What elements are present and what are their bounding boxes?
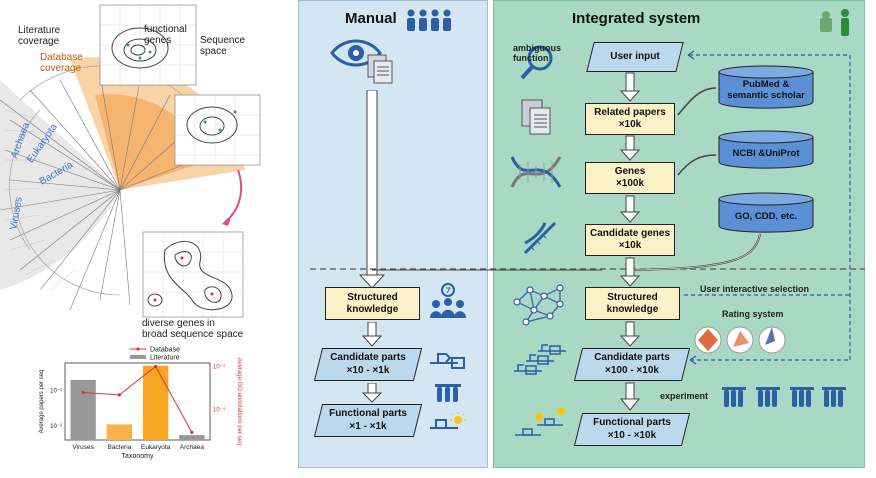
bar-eukaryota xyxy=(142,365,169,440)
bar-archaea xyxy=(179,435,205,440)
manual-functional-parts-label: Functional parts ×1 - ×1k xyxy=(329,408,407,432)
experiment-tubes-icon xyxy=(722,387,846,407)
integrated-flow-arrows xyxy=(619,72,641,411)
literature-coverage-label: Literature coverage xyxy=(18,25,61,47)
database-point-bacteria xyxy=(117,393,121,397)
go-database-cylinder xyxy=(718,192,814,233)
bar-viruses xyxy=(70,379,96,440)
phylogeny-illustration xyxy=(0,4,261,318)
chart-frame xyxy=(64,362,211,441)
cross-link-line xyxy=(372,269,602,271)
integrated-title: Integrated system xyxy=(572,10,701,27)
dna-strand-icon xyxy=(523,221,557,255)
experiment-label: experiment xyxy=(660,391,709,401)
y2-axis-label: Average GO annotations per seq xyxy=(236,358,242,446)
pubmed-database-cylinder xyxy=(718,65,814,109)
x-tick-eukaryota: Eukaryota xyxy=(141,444,171,451)
team-idea-icon xyxy=(430,283,466,318)
dna-helix-icon xyxy=(510,156,562,188)
database-point-archaea xyxy=(190,430,194,434)
rating-charts-icon xyxy=(694,326,786,354)
related-papers-box: Related papers ×10k xyxy=(585,103,675,135)
eye-documents-icon xyxy=(330,39,393,84)
user-input-label: User input xyxy=(610,50,660,62)
sequence-space-label: Sequence space xyxy=(200,35,246,57)
go-label: GO, CDD, etc. xyxy=(734,211,798,223)
feedback-loop-line xyxy=(684,50,851,365)
functional-genes-label: functional genes xyxy=(144,24,187,46)
people-group-icon xyxy=(407,9,451,31)
functional-parts-icon xyxy=(515,407,565,436)
database-line xyxy=(83,365,193,433)
database-connectors xyxy=(633,87,761,271)
manual-title: Manual xyxy=(345,10,397,27)
functional-dna-icon xyxy=(430,412,466,429)
integrated-candidate-parts-label: Candidate parts ×100 - ×10k xyxy=(594,352,670,376)
manual-arrow-3 xyxy=(362,383,382,403)
user-input-box: User input xyxy=(586,42,684,72)
manual-arrow-2 xyxy=(362,322,382,347)
papers-icon xyxy=(521,99,551,135)
sequence-space-top xyxy=(99,4,197,86)
legend-database: Database xyxy=(150,347,180,354)
candidate-genes-box: Candidate genes ×10k xyxy=(585,224,675,256)
ncbi-database-cylinder xyxy=(718,130,814,169)
legend-literature: Literature xyxy=(150,355,180,362)
y-tick-0: 10⁻¹ xyxy=(50,389,62,395)
rating-system-label: Rating system xyxy=(722,309,784,319)
x-tick-archaea: Archaea xyxy=(180,444,205,451)
search-magnifier-icon xyxy=(520,45,553,80)
pubmed-label: PubMed & semantic scholar xyxy=(727,78,805,101)
database-point-eukaryota xyxy=(154,364,158,369)
dna-parts-icon xyxy=(430,353,465,369)
manual-functional-parts-box: Functional parts ×1 - ×1k xyxy=(313,404,423,437)
integrated-structured-knowledge-box: Structured knowledge xyxy=(585,287,680,320)
manual-candidate-parts-label: Candidate parts ×10 - ×1k xyxy=(330,352,406,376)
manual-candidate-parts-box: Candidate parts ×10 - ×1k xyxy=(313,348,423,381)
divider-dashed-line xyxy=(310,268,865,270)
x-tick-viruses: Viruses xyxy=(72,444,94,451)
knowledge-network-icon xyxy=(513,284,564,326)
user-selection-label: User interactive selection xyxy=(700,284,810,294)
integrated-candidate-parts-box: Candidate parts ×100 - ×10k xyxy=(573,348,691,381)
manual-structured-knowledge-box: Structured knowledge xyxy=(325,287,420,320)
legend-literature-swatch xyxy=(130,355,146,359)
test-tubes-icon xyxy=(435,384,461,402)
x-axis-label: Taxonomy xyxy=(122,453,154,460)
parts-stack-icon xyxy=(514,344,566,375)
robot-human-icon xyxy=(820,9,849,36)
database-point-viruses xyxy=(81,390,85,395)
coverage-bar-chart: Viruses Bacteria Eukaryota Archaea 10⁻¹ 10⁻² 1… xyxy=(39,347,242,461)
manual-flow-arrow xyxy=(358,90,386,289)
sequence-space-bottom xyxy=(142,231,244,318)
database-coverage-label: Database coverage xyxy=(40,52,83,74)
sequence-space-mid xyxy=(174,94,261,166)
y-tick-1: 10⁻² xyxy=(50,424,62,430)
bar-bacteria xyxy=(106,424,133,440)
left-figure-panel: Literature coverage Database coverage fu… xyxy=(0,0,295,473)
y-axis-label: Average papers per seq xyxy=(39,370,45,434)
y2-tick-1: 10⁻⁴ xyxy=(213,407,226,414)
ambiguous-function-label: ambiguous function xyxy=(513,43,562,63)
genes-box: Genes ×100k xyxy=(585,162,675,194)
x-tick-bacteria: Bacteria xyxy=(107,444,131,451)
integrated-functional-parts-box: Functional parts ×10 - ×10k xyxy=(573,413,691,446)
y2-tick-0: 10⁻³ xyxy=(213,364,225,370)
ncbi-label: NCBI &UniProt xyxy=(732,148,800,160)
legend-database-marker xyxy=(136,347,140,351)
diverse-genes-label: diverse genes in broad sequence space xyxy=(142,318,244,340)
integrated-functional-parts-label: Functional parts ×10 - ×10k xyxy=(593,417,671,441)
